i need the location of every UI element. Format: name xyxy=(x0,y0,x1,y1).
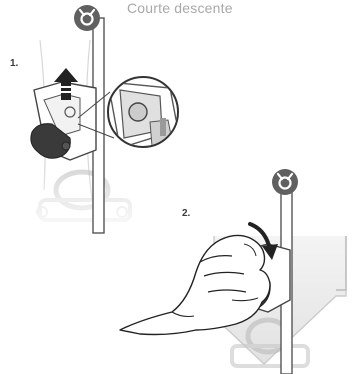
rope-knot-icon xyxy=(74,5,100,31)
hand xyxy=(120,235,270,334)
zoom-detail xyxy=(108,77,179,148)
step-1-scene xyxy=(0,5,179,240)
rope-knot-icon-2 xyxy=(272,169,298,195)
step-2-scene xyxy=(120,169,346,374)
